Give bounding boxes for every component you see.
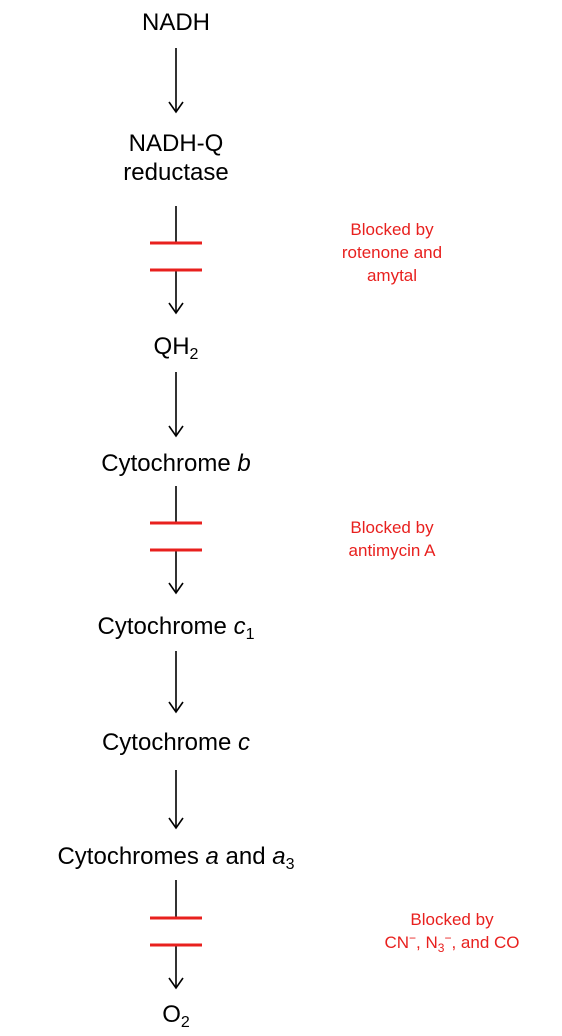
arrow-cyt-c-to-cyt-a	[168, 770, 184, 830]
block-label-rotenone: Blocked by rotenone and amytal	[341, 220, 443, 285]
block-label-antimycin: Blocked by antimycin A	[348, 518, 436, 560]
node-cytochrome-c: Cytochrome c	[101, 729, 251, 756]
node-o2: O2	[162, 1001, 190, 1031]
block-label-cyanide: Blocked by CN−, N3−, and CO	[384, 910, 520, 955]
node-nadh: NADH	[141, 9, 210, 36]
node-cytochrome-b: Cytochrome b	[101, 450, 251, 477]
blocked-arrow-cyanide	[150, 880, 202, 990]
arrow-qh2-to-cyt-b	[168, 372, 184, 438]
arrow-cyt-c1-to-cyt-c	[168, 651, 184, 714]
node-cytochromes-a-a3: Cytochromes a and a3	[57, 843, 295, 873]
arrow-nadh-to-reductase	[168, 48, 184, 114]
blocked-arrow-rotenone	[150, 206, 202, 315]
blocked-arrow-antimycin	[150, 486, 202, 595]
node-nadh-q-reductase: NADH-Q reductase	[123, 130, 229, 186]
node-cytochrome-c1: Cytochrome c1	[97, 613, 255, 643]
node-qh2: QH2	[153, 333, 199, 363]
